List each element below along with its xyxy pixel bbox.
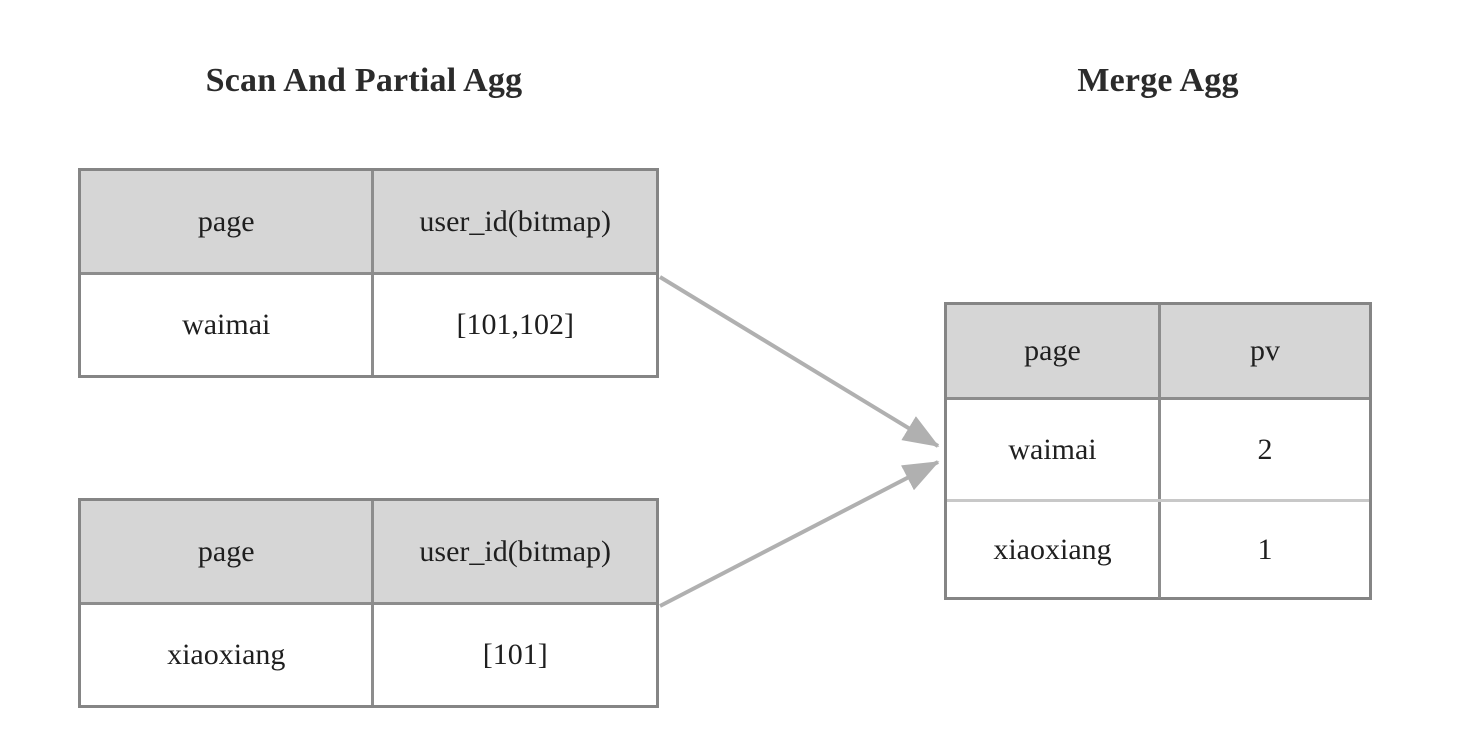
column-header-pv: pv [1158,305,1369,397]
table-row: waimai [101,102] [81,275,656,375]
merge-agg-table: page pv waimai 2 xiaoxiang 1 [944,302,1372,600]
column-header-page: page [81,171,372,272]
table-row: waimai 2 [947,400,1369,499]
table-row: xiaoxiang 1 [947,499,1369,598]
table-header-row: page user_id(bitmap) [81,501,656,605]
column-header-page: page [947,305,1158,397]
table-header-row: page user_id(bitmap) [81,171,656,275]
column-header-page: page [81,501,372,602]
partial-agg-table-xiaoxiang: page user_id(bitmap) xiaoxiang [101] [78,498,659,708]
cell-page-value: xiaoxiang [993,533,1112,566]
cell-pv-value: 2 [1158,400,1369,499]
stage-title-scan-and-partial-agg: Scan And Partial Agg [205,62,523,99]
stage-title-merge-agg: Merge Agg [1077,62,1239,99]
cell-user-id-bitmap-value: [101,102] [371,275,656,375]
arrow-partial-0-to-merge [658,275,940,448]
cell-page-value: waimai [1008,432,1097,466]
table-header-row: page pv [947,305,1369,400]
arrow-partial-1-to-merge [659,460,940,608]
partial-agg-table-waimai: page user_id(bitmap) waimai [101,102] [78,168,659,378]
column-header-user-id-bitmap: user_id(bitmap) [371,501,656,602]
cell-page-value: xiaoxiang [167,638,286,671]
cell-user-id-bitmap-value: [101] [371,605,656,705]
cell-page-value: waimai [182,308,271,341]
table-row: xiaoxiang [101] [81,605,656,705]
column-header-user-id-bitmap: user_id(bitmap) [371,171,656,272]
cell-pv-value: 1 [1158,502,1369,598]
